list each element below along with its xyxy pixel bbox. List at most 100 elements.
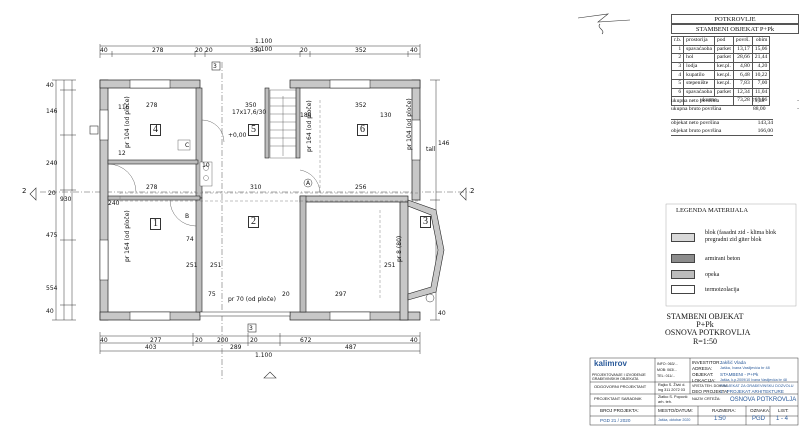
- door-label-c: C: [185, 142, 190, 149]
- cell: 6,48: [732, 70, 753, 80]
- cell: kupatilo: [683, 70, 715, 80]
- dim-bot-r1-0: 40: [100, 337, 108, 344]
- bruto-value: 88,00: [752, 105, 766, 112]
- dim-overall-top-1: 1.100: [255, 38, 273, 45]
- int-dim-11: 12: [118, 150, 126, 157]
- dim-misc-0: 240: [108, 200, 120, 207]
- odgovorni-label: ODGOVORNI PROJEKTANT: [594, 384, 647, 389]
- dim-bot-r1-4: 20: [250, 337, 258, 344]
- mesto-value: Jaška, oktobar 2020: [658, 418, 691, 422]
- dim-left-4: 475: [46, 232, 58, 239]
- col-rb: r.b.: [670, 36, 685, 46]
- interior-walls: [107, 87, 307, 313]
- vrsta-label: VRSTA TEH. DOKUM.:: [692, 384, 730, 388]
- dim-top-seg-1: 278: [152, 47, 164, 54]
- dim-left-5: 554: [46, 285, 58, 292]
- title-block-frame: [589, 357, 799, 426]
- room-number-1: 1: [150, 218, 161, 230]
- section-mark-top: 3: [213, 63, 217, 70]
- dim-bot-r1-1: 277: [150, 337, 162, 344]
- roof-outline: [119, 100, 421, 300]
- int-dim-0: 278: [146, 102, 158, 109]
- dim-left-6: 40: [46, 308, 54, 315]
- dim-top-seg-6: 352: [355, 47, 367, 54]
- legend-label: armirani beton: [705, 255, 741, 262]
- int-dim-15: 251: [384, 262, 396, 269]
- contact-0: INFO: 063/...: [657, 362, 678, 366]
- oznaka-label: OZNAKA:: [750, 408, 771, 413]
- investitor-value: Jakšić Vlada: [720, 360, 746, 365]
- obj-neto-value: 143,34: [757, 120, 773, 126]
- section-lines: [40, 62, 470, 380]
- legend-title: LEGENDA MATERIJALA: [676, 207, 749, 214]
- int-dim-9: 130: [380, 112, 392, 119]
- legend-item-termo: termoizolacija: [671, 285, 787, 294]
- dimension-lines-bottom: [99, 332, 421, 354]
- dim-misc-1: tall: [426, 146, 436, 153]
- list-label: LIST:: [778, 408, 789, 413]
- dim-bot-r2-2: 487: [345, 344, 357, 351]
- int-dim-6: 256: [355, 184, 367, 191]
- cell: 69,96: [751, 96, 771, 106]
- section-arrows: [29, 61, 467, 379]
- naziv-label: NAZIV CRTEŽA:: [692, 397, 721, 401]
- sheet-title-4: R=1:50: [692, 337, 718, 346]
- int-dim-12: 74: [186, 236, 194, 243]
- lokacija-value: Jaška, k.p.2009/10 Ivana Vasiljevića br …: [720, 378, 787, 382]
- int-dim-14: 251: [210, 262, 222, 269]
- int-dim-4: 310: [250, 184, 262, 191]
- deo-label: DEO PROJEKTA:: [692, 389, 729, 394]
- bruto-obim: -: [797, 105, 799, 112]
- cell: 1: [670, 44, 685, 55]
- contact-2: TEL: 011/...: [657, 374, 676, 378]
- cell: 13,17: [732, 44, 753, 55]
- neto-label: ukupna neto površina: [671, 98, 720, 104]
- dim-top-seg-5: 20: [300, 47, 308, 54]
- door-label-a: A: [306, 180, 311, 187]
- cell: 73,28: [732, 96, 753, 106]
- cell: 11,04: [751, 87, 771, 98]
- saradnik-value: Zlatko S. Popović arh. teh.: [658, 395, 688, 404]
- staircase: [269, 89, 297, 159]
- company-logo: kalimrov: [594, 359, 627, 368]
- cell: ukupno: [683, 96, 734, 106]
- cell: ker.pl.: [713, 70, 734, 80]
- room-number-5: 5: [248, 124, 259, 136]
- legend-item-blok: blok (fasadni zid - klima blok pregradni…: [671, 230, 787, 244]
- dimension-lines-top: [99, 44, 421, 58]
- sheet-title-3: OSNOVA POTKROVLJA: [665, 328, 751, 337]
- naziv-value: OSNOVA POTKROVLJA: [730, 397, 797, 403]
- objekat-value: STAMBENI - P+Pk: [720, 372, 759, 377]
- razmera-value: 1:50: [714, 416, 726, 422]
- section-mark-bottom: 3: [249, 325, 253, 332]
- sheet-title-2: P+Pk: [696, 320, 714, 329]
- legend-label: termoizolacija: [705, 286, 740, 293]
- stair-label: 17x17,6/30: [232, 109, 267, 116]
- razmera-label: RAZMERA:: [712, 408, 736, 413]
- room-number-4: 4: [150, 124, 161, 136]
- dim-bot-r1-2: 20: [195, 337, 203, 344]
- room-number-3: 3: [420, 216, 431, 228]
- opening-2: pr 104 (od ploče): [406, 98, 413, 150]
- level-mark: +0,00: [228, 132, 247, 139]
- int-dim-3: 278: [146, 184, 158, 191]
- cell: spavaćaoba: [683, 87, 715, 98]
- legend-swatch: [671, 254, 695, 263]
- cell: 6: [670, 87, 685, 98]
- dim-top-seg-3: 20: [205, 47, 213, 54]
- int-dim-7: 10: [202, 162, 210, 169]
- dim-left-3: 20: [48, 190, 56, 197]
- door-label-b: B: [185, 213, 190, 220]
- obj-neto-label: objekat neto površina: [671, 120, 720, 126]
- list-value: 1 - 4: [776, 416, 789, 422]
- opening-5: pr 8 (80): [396, 235, 403, 262]
- cell: 2: [670, 53, 685, 63]
- bay-window: [407, 199, 445, 301]
- dim-left-1: 146: [46, 108, 58, 115]
- legend-swatch: [671, 232, 695, 242]
